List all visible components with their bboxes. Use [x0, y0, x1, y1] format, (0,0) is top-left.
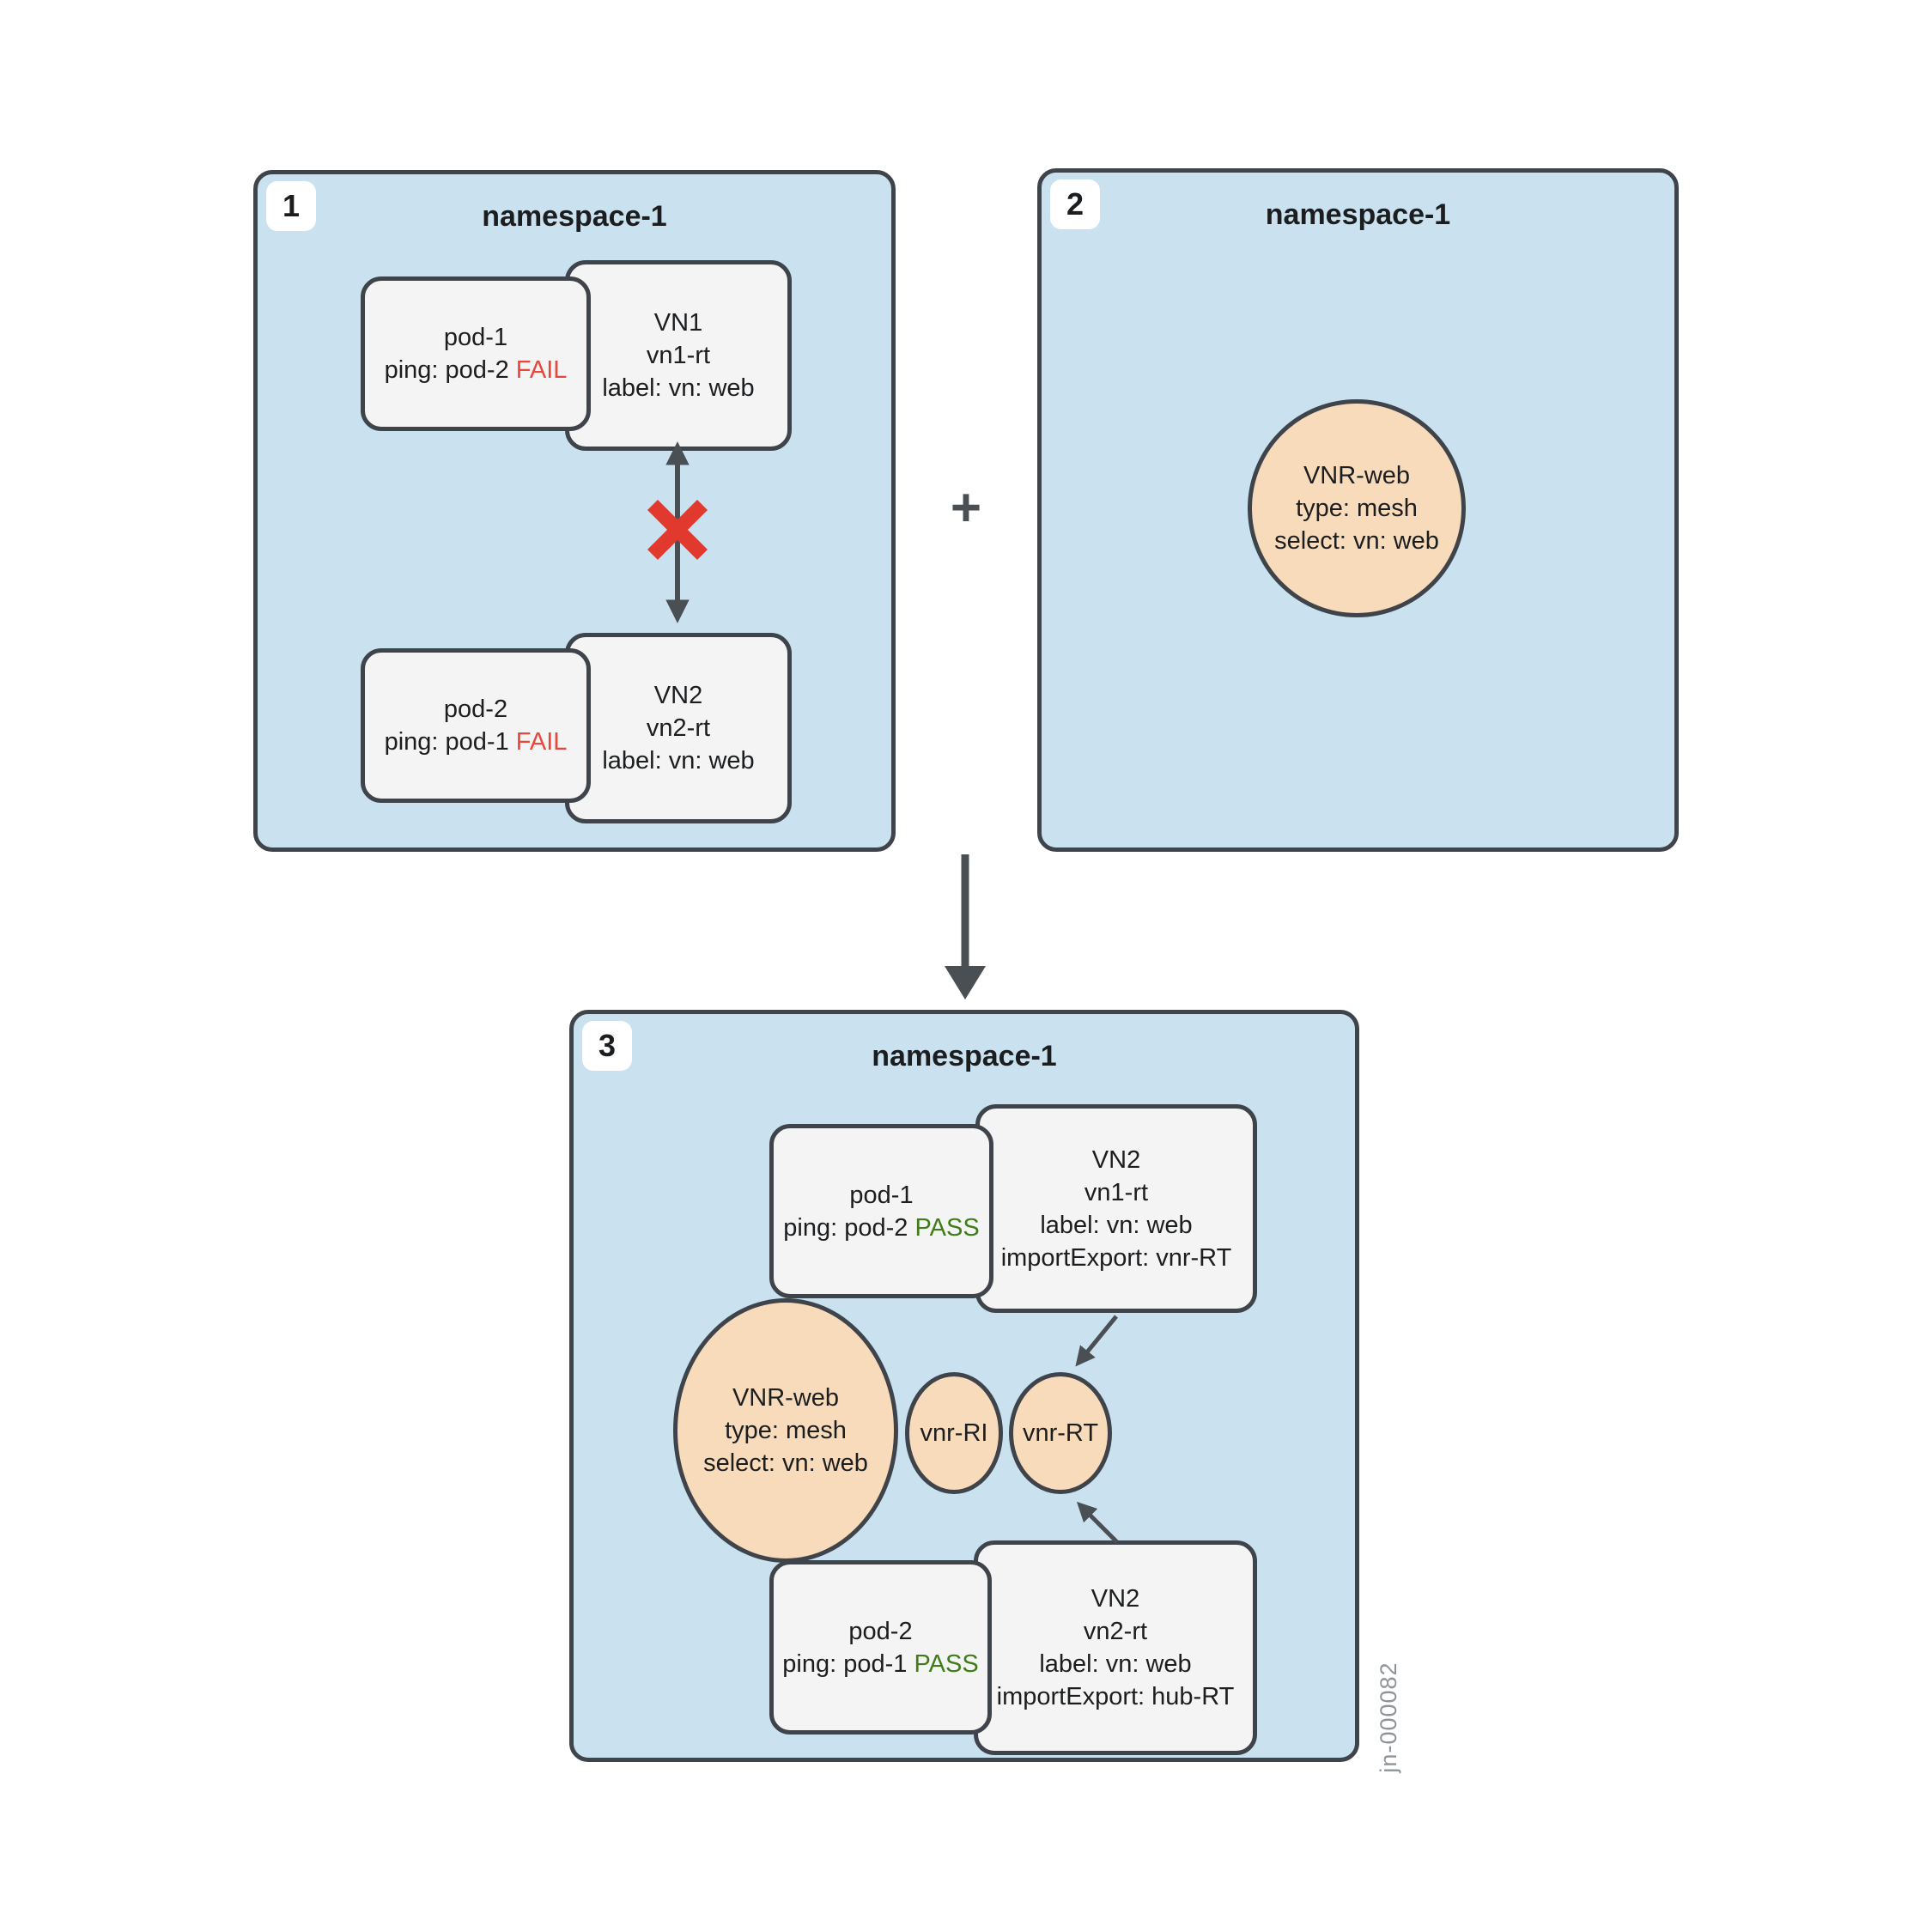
pod2-step3-ping-line: ping: pod-1 PASS — [782, 1648, 978, 1680]
pod1-box-step1: pod-1 ping: pod-2 FAIL — [361, 276, 591, 431]
pod1-step3-ping-status: PASS — [914, 1213, 980, 1242]
vn1-step3-import-export: importExport: vnr-RT — [1000, 1243, 1232, 1272]
pod2-step3-ping-prefix: ping: pod-1 — [782, 1649, 914, 1678]
vnr-name: VNR-web — [1303, 462, 1411, 489]
vn1-step3-rt: vn1-rt — [1084, 1178, 1149, 1206]
vn1-label: label: vn: web — [602, 374, 755, 402]
pod1-box-step3: pod-1 ping: pod-2 PASS — [769, 1124, 993, 1298]
vn2-rt: vn2-rt — [646, 714, 711, 742]
vnr-step3-select: select: vn: web — [703, 1449, 868, 1477]
vnr-ri-circle: vnr-RI — [905, 1372, 1003, 1494]
vn1-box-step3: VN2 vn1-rt label: vn: web importExport: … — [975, 1104, 1257, 1313]
vnr-step3-name: VNR-web — [732, 1384, 840, 1412]
step-2-badge: 2 — [1050, 179, 1100, 229]
vnr-ri-label: vnr-RI — [920, 1419, 988, 1447]
vn2-box-step1: VN2 vn2-rt label: vn: web — [565, 633, 792, 823]
vn1-step3-name: VN2 — [1091, 1145, 1141, 1174]
vnr-type: type: mesh — [1296, 495, 1418, 522]
vn1-step3-label: label: vn: web — [1040, 1211, 1193, 1239]
vnr-web-circle-step2: VNR-web type: mesh select: vn: web — [1248, 399, 1466, 617]
panel-3-title: namespace-1 — [872, 1040, 1057, 1072]
step-3-badge: 3 — [582, 1021, 632, 1071]
pod2-step3-ping-status: PASS — [914, 1649, 979, 1678]
vnr-select: select: vn: web — [1274, 527, 1439, 555]
vn1-box: VN1 vn1-rt label: vn: web — [565, 260, 792, 451]
plus-icon: + — [950, 477, 982, 538]
down-arrow-icon — [945, 966, 986, 999]
vn2-step3-rt: vn2-rt — [1083, 1618, 1148, 1645]
pod1-step3-name: pod-1 — [849, 1181, 914, 1209]
panel-2-title: namespace-1 — [1265, 198, 1451, 231]
pod2-ping-line: ping: pod-1 FAIL — [385, 726, 568, 758]
pod1-step3-ping-line: ping: pod-2 PASS — [783, 1212, 979, 1244]
vnr-rt-circle: vnr-RT — [1009, 1372, 1112, 1494]
vn1-rt: vn1-rt — [646, 342, 711, 369]
pod2-name: pod-2 — [443, 696, 508, 723]
vn2-step3-label: label: vn: web — [1039, 1650, 1192, 1678]
pod2-box-step3: pod-2 ping: pod-1 PASS — [769, 1560, 992, 1735]
pod1-ping-prefix: ping: pod-2 — [384, 356, 516, 384]
pod2-step3-name: pod-2 — [848, 1617, 913, 1645]
pod2-ping-prefix: ping: pod-1 — [384, 728, 516, 756]
vn1-name: VN1 — [653, 309, 703, 337]
pod1-name: pod-1 — [443, 324, 508, 351]
vnr-rt-label: vnr-RT — [1022, 1419, 1099, 1447]
panel-1-title: namespace-1 — [482, 200, 667, 233]
figure-id-watermark: jn-000082 — [1376, 1662, 1401, 1773]
vn2-name: VN2 — [653, 682, 703, 709]
pod1-ping-status: FAIL — [515, 356, 568, 384]
pod2-box-step1: pod-2 ping: pod-1 FAIL — [361, 648, 591, 803]
vn2-step3-name: VN2 — [1091, 1585, 1140, 1613]
step-1-badge: 1 — [266, 181, 316, 231]
vn2-label: label: vn: web — [602, 747, 755, 775]
vnr-step3-type: type: mesh — [725, 1417, 847, 1444]
pod1-step3-ping-prefix: ping: pod-2 — [783, 1213, 915, 1242]
pod1-ping-line: ping: pod-2 FAIL — [385, 354, 568, 386]
vnr-web-circle-step3: VNR-web type: mesh select: vn: web — [673, 1298, 898, 1563]
pod2-ping-status: FAIL — [515, 728, 568, 756]
vn2-step3-import-export: importExport: hub-RT — [996, 1683, 1235, 1710]
vn2-box-step3: VN2 vn2-rt label: vn: web importExport: … — [974, 1540, 1257, 1755]
